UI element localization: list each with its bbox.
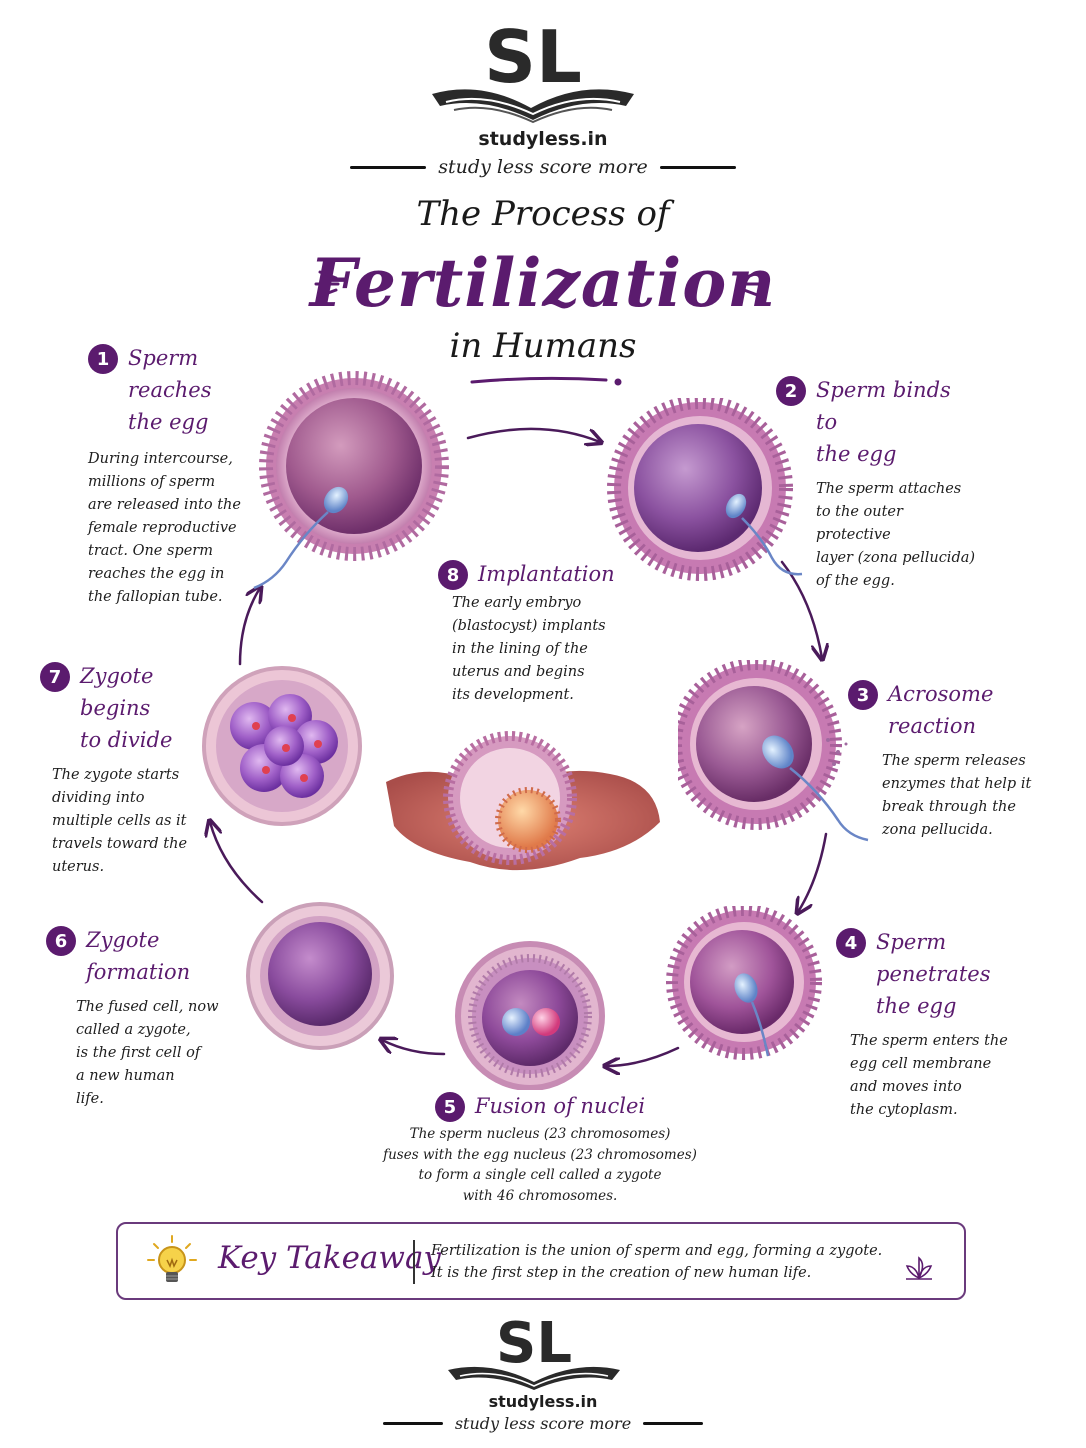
step-6-desc: The fused cell, now called a zygote, is … (76, 999, 219, 1107)
logo-letters: SL (484, 15, 582, 99)
step-3-desc: The sperm releases enzymes that help it … (882, 753, 1032, 838)
step-5: 5 Fusion of nuclei The sperm nucleus (23… (360, 1090, 720, 1206)
step-3-number: 3 (848, 680, 878, 710)
tagline-line-right (659, 165, 736, 169)
cell-1-sperm-reaches-egg (253, 371, 449, 590)
cell-8-blastocyst-implantation (386, 731, 660, 871)
key-takeaway-box: Key Takeaway Fertilization is the union … (116, 1222, 966, 1300)
step-4-number: 4 (836, 928, 866, 958)
tagline: study less score more (438, 156, 648, 178)
step-4-title: Sperm penetrates the egg (876, 930, 991, 1018)
step-7-title: Zygote begins to divide (80, 664, 173, 752)
arrow-2-3 (780, 560, 822, 658)
step-8: 8 Implantation The early embryo (blastoc… (438, 558, 638, 707)
sparkle-right-icon (740, 270, 766, 298)
key-takeaway-text: Fertilization is the union of sperm and … (431, 1243, 883, 1281)
step-2-desc: The sperm attaches to the outer protecti… (816, 481, 976, 589)
footer-logo-letters: SL (496, 1311, 572, 1376)
step-5-number: 5 (434, 1092, 465, 1122)
step-1-desc: During intercourse, millions of sperm ar… (88, 451, 241, 605)
step-1: 1 Sperm reaches the egg During intercour… (88, 342, 288, 609)
cell-5-fusion-of-nuclei (455, 941, 605, 1090)
step-7-number: 7 (40, 662, 70, 692)
step-8-desc: The early embryo (blastocyst) implants i… (452, 595, 606, 703)
step-8-title: Implantation (478, 562, 615, 586)
tagline-row: study less score more (0, 156, 1086, 178)
footer-logo: SL (448, 1311, 620, 1390)
step-5-title: Fusion of nuclei (474, 1094, 646, 1118)
step-1-number: 1 (88, 344, 118, 374)
arrow-3-4 (798, 832, 828, 912)
arrow-5-6 (382, 1040, 446, 1056)
cell-2-sperm-binds (607, 398, 803, 581)
step-3: 3 Acrosome reaction The sperm releases e… (848, 678, 1068, 842)
footer-site-name: studyless.in (488, 1392, 598, 1411)
sparkle-left-icon (314, 270, 340, 298)
step-4: 4 Sperm penetrates the egg The sperm ent… (836, 926, 1056, 1122)
title-main: Fertilization (309, 244, 777, 322)
cell-7-zygote-dividing (202, 666, 362, 826)
footer-tagline-line-left (382, 1422, 443, 1425)
step-6: 6 Zygote formation The fused cell, now c… (46, 924, 256, 1111)
arrow-6-7 (210, 822, 264, 904)
step-2: 2 Sperm binds to the egg The sperm attac… (776, 374, 976, 593)
footer-tagline-row: study less score more (0, 1414, 1086, 1433)
footer-tagline: study less score more (454, 1414, 632, 1433)
leaf-icon (905, 1256, 933, 1280)
step-2-title: Sperm binds to the egg (816, 378, 951, 466)
key-takeaway-label: Key Takeaway (218, 1240, 441, 1276)
cell-3-acrosome-reaction (678, 660, 869, 842)
step-7: 7 Zygote begins to divide The zygote sta… (40, 660, 220, 879)
site-name: studyless.in (478, 128, 608, 150)
step-6-title: Zygote formation (86, 928, 191, 984)
cell-4-sperm-penetrates (666, 906, 822, 1060)
step-5-desc: The sperm nucleus (23 chromosomes) fuses… (383, 1126, 697, 1204)
tagline-line-left (350, 165, 427, 169)
arrow-7-1 (238, 588, 260, 666)
step-7-desc: The zygote starts dividing into multiple… (52, 767, 188, 875)
title-line1: The Process of (416, 194, 670, 234)
arrow-4-5 (606, 1046, 680, 1066)
step-4-desc: The sperm enters the egg cell membrane a… (850, 1033, 1008, 1118)
step-6-number: 6 (46, 926, 76, 956)
step-1-title: Sperm reaches the egg (128, 346, 212, 434)
title-underline (470, 376, 622, 386)
step-8-number: 8 (438, 560, 468, 590)
key-takeaway-divider (413, 1240, 415, 1284)
arrow-1-2 (466, 427, 600, 442)
footer-tagline-line-right (643, 1422, 704, 1425)
step-3-title: Acrosome reaction (888, 682, 994, 738)
lightbulb-icon (147, 1235, 197, 1282)
logo: SL (432, 15, 634, 124)
title-line3: in Humans (449, 326, 637, 366)
cell-6-zygote (246, 902, 394, 1050)
step-2-number: 2 (776, 376, 806, 406)
